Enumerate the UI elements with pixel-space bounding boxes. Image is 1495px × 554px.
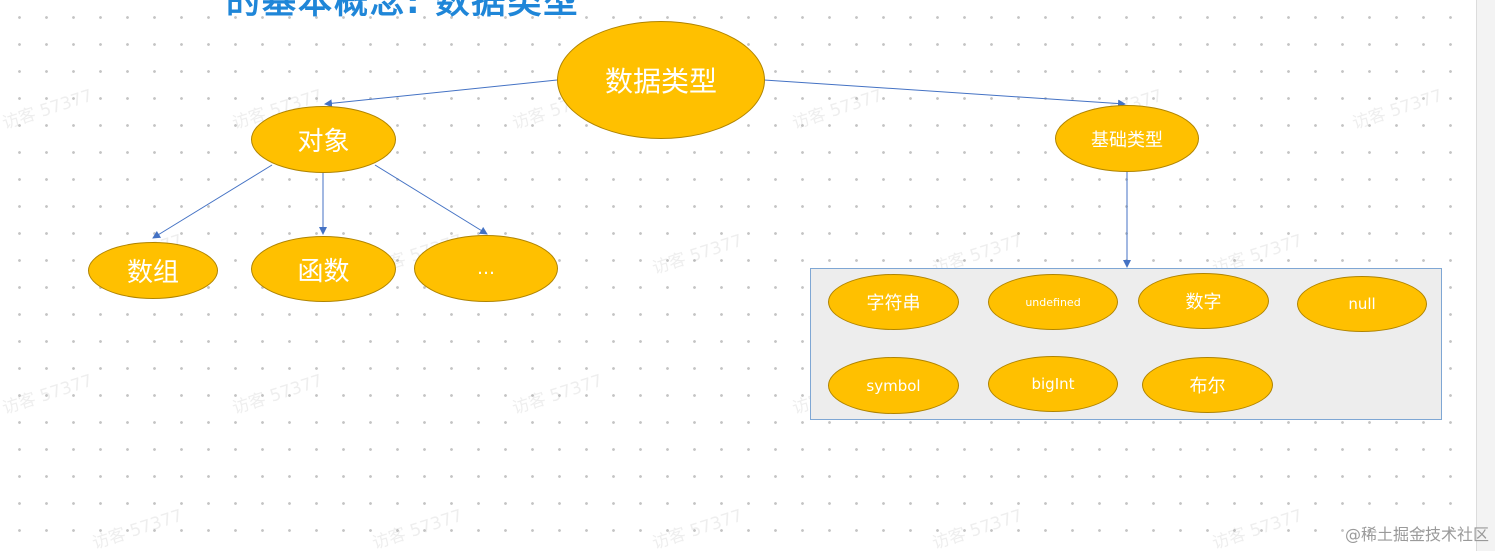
node-number[interactable]: 数字 (1138, 273, 1269, 329)
node-object[interactable]: 对象 (251, 106, 396, 173)
node-array[interactable]: 数组 (88, 242, 218, 299)
node-boolean[interactable]: 布尔 (1142, 357, 1273, 413)
node-bigint[interactable]: bigInt (988, 356, 1118, 412)
connector-root-to-object (324, 79, 558, 108)
node-primitive-types[interactable]: 基础类型 (1055, 105, 1199, 172)
node-symbol[interactable]: symbol (828, 357, 959, 414)
page-title: 的基本概念: 数据类型 (226, 0, 580, 22)
node-undefined[interactable]: undefined (988, 274, 1118, 330)
platform-watermark: @稀土掘金技术社区 (1344, 525, 1489, 544)
connector-object-to-more (374, 164, 488, 235)
node-null[interactable]: null (1297, 276, 1427, 332)
right-scroll-strip (1476, 0, 1495, 551)
node-more[interactable]: … (414, 235, 558, 302)
node-function[interactable]: 函数 (251, 236, 396, 302)
node-string[interactable]: 字符串 (828, 274, 959, 330)
connector-root-to-primitive (763, 79, 1126, 108)
connector-object-to-array (152, 164, 273, 239)
node-data-types[interactable]: 数据类型 (557, 21, 765, 139)
